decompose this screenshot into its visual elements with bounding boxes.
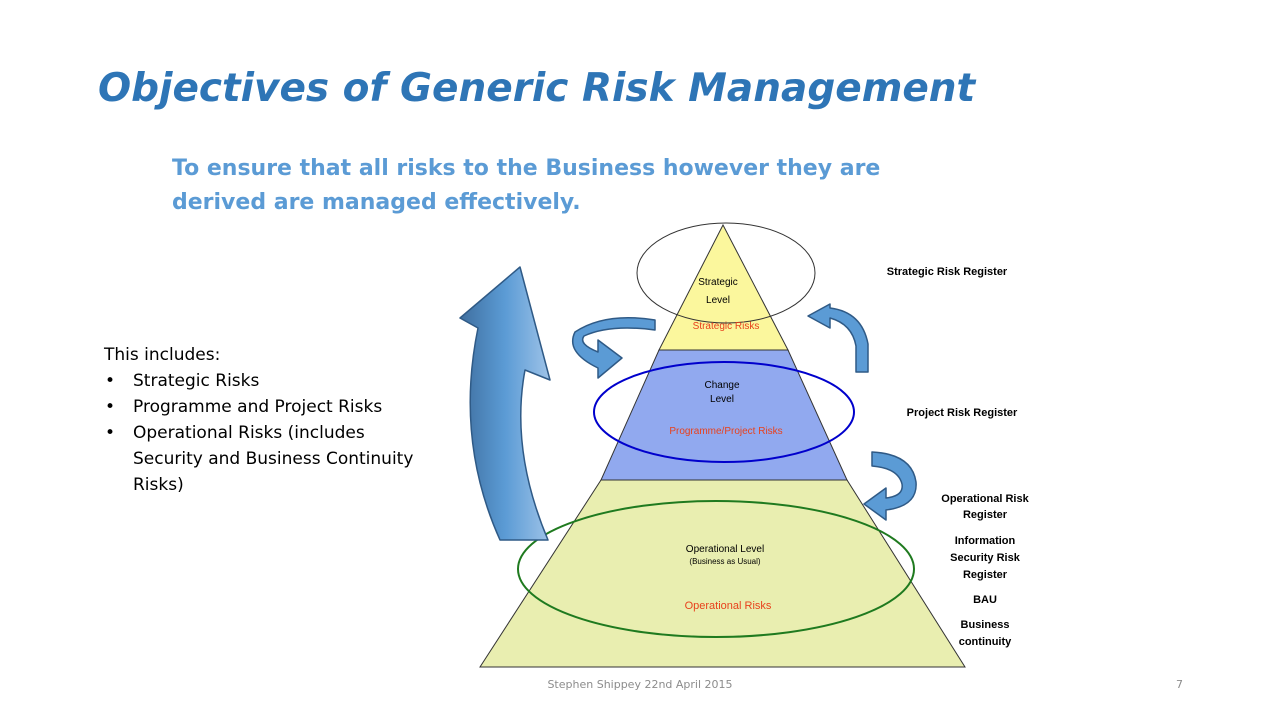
slide-subtitle: To ensure that all risks to the Business… bbox=[172, 156, 881, 215]
includes-bullets: Strategic Risks Programme and Project Ri… bbox=[104, 368, 434, 498]
operational-level-line1: Operational Level bbox=[686, 544, 764, 555]
operational-risk-register-line1: Operational Risk bbox=[941, 493, 1029, 505]
bau-label: BAU bbox=[973, 594, 997, 606]
bullet-strategic-risks: Strategic Risks bbox=[105, 368, 434, 394]
bullet-operational-risks: Operational Risks (includes Security and… bbox=[105, 420, 434, 498]
change-ellipse bbox=[593, 361, 855, 463]
infosec-risk-register-line2: Security Risk bbox=[950, 552, 1021, 564]
change-level-line1: Change bbox=[704, 380, 739, 391]
operational-ellipse bbox=[517, 500, 915, 638]
business-continuity-line1: Business bbox=[961, 619, 1010, 631]
strategic-left-arrow bbox=[571, 316, 656, 379]
change-risks-label: Programme/Project Risks bbox=[669, 426, 782, 437]
strategic-level-line2: Level bbox=[706, 295, 730, 306]
business-continuity-line2: continuity bbox=[959, 636, 1012, 648]
operational-right-arrow bbox=[863, 451, 917, 521]
slide-page-number: 7 bbox=[1176, 678, 1183, 691]
project-risk-register: Project Risk Register bbox=[907, 407, 1018, 419]
slide-title: Objectives of Generic Risk Management bbox=[98, 66, 976, 111]
large-curved-arrow bbox=[459, 266, 551, 541]
operational-risks-label: Operational Risks bbox=[685, 600, 772, 612]
strategic-level-line1: Strategic bbox=[698, 277, 737, 288]
slide-footer: Stephen Shippey 22nd April 2015 bbox=[547, 678, 733, 691]
infosec-risk-register-line3: Register bbox=[963, 569, 1008, 581]
strategic-right-arrow bbox=[807, 303, 869, 373]
operational-risk-register-line2: Register bbox=[963, 509, 1008, 521]
includes-list: This includes: Strategic Risks Programme… bbox=[104, 342, 434, 498]
infosec-risk-register-line1: Information bbox=[955, 535, 1016, 547]
change-level-band bbox=[600, 349, 848, 481]
strategic-ellipse bbox=[636, 222, 816, 324]
operational-level-line2: (Business as Usual) bbox=[689, 557, 760, 566]
bullet-programme-project-risks: Programme and Project Risks bbox=[105, 394, 434, 420]
includes-heading: This includes: bbox=[104, 345, 221, 365]
change-level-line2: Level bbox=[710, 394, 734, 405]
strategic-risk-register: Strategic Risk Register bbox=[887, 266, 1008, 278]
strategic-risks-label: Strategic Risks bbox=[693, 321, 760, 332]
